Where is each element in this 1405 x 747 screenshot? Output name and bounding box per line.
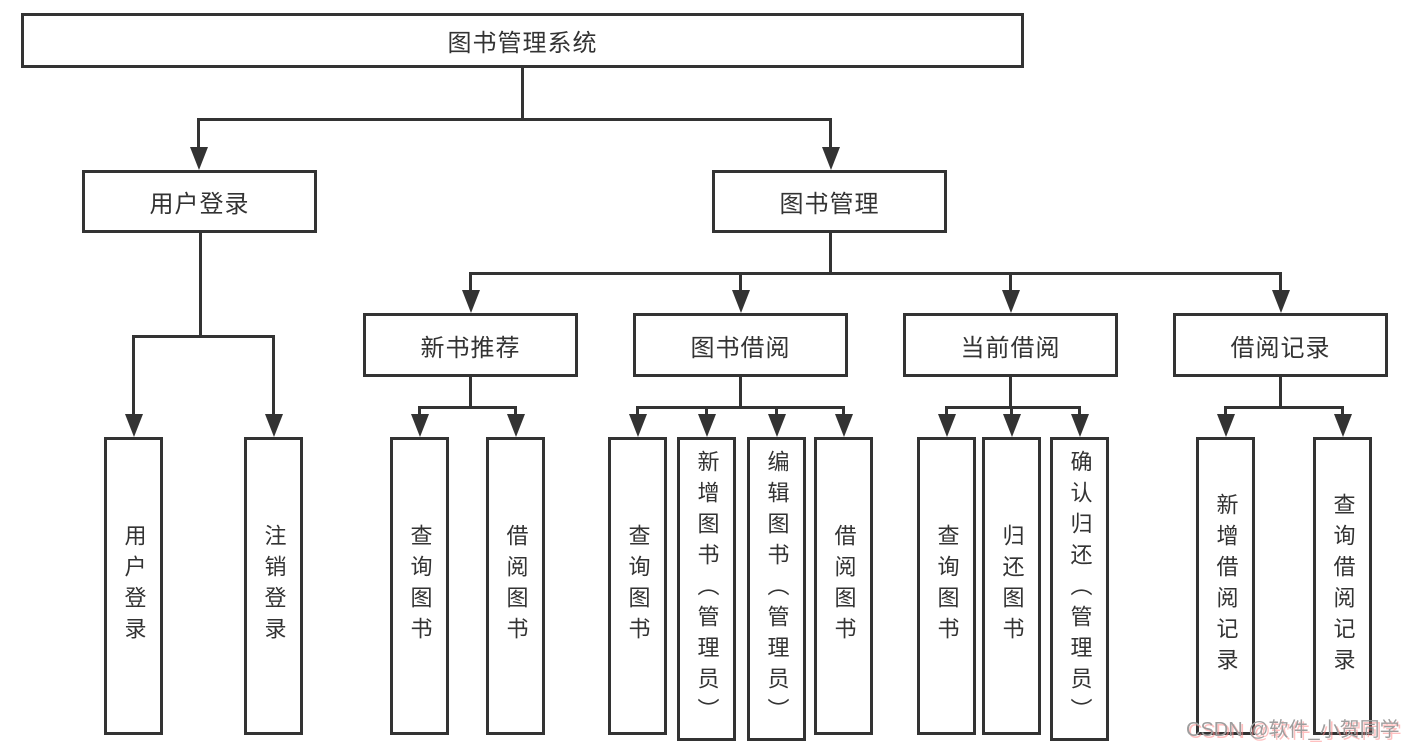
node-borrowing-records-label: 借阅记录 xyxy=(1230,334,1331,362)
connector-arrowhead xyxy=(462,290,480,313)
connector-arrowhead xyxy=(768,414,786,437)
connector-arrowhead xyxy=(190,147,208,170)
leaf-bb-borrow-books-label: 借阅图书 xyxy=(831,524,857,648)
connector-arrowhead xyxy=(822,147,840,170)
node-root: 图书管理系统 xyxy=(21,13,1024,68)
connector-line xyxy=(197,118,200,148)
connector-line xyxy=(469,272,1282,275)
connector-line xyxy=(132,335,275,338)
connector-line xyxy=(418,406,421,416)
node-root-label: 图书管理系统 xyxy=(447,30,598,57)
connector-arrowhead xyxy=(1003,414,1021,437)
connector-line xyxy=(469,377,472,409)
leaf-nb-query-books: 查询图书 xyxy=(390,437,449,735)
node-new-book-recommend-label: 新书推荐 xyxy=(420,334,521,362)
leaf-br-add-record-label: 新增借阅记录 xyxy=(1213,493,1239,679)
connector-line xyxy=(945,406,948,416)
leaf-cb-return-books-label: 归还图书 xyxy=(999,524,1025,648)
connector-arrowhead xyxy=(1334,414,1352,437)
leaf-br-query-record-label: 查询借阅记录 xyxy=(1330,493,1356,679)
connector-line xyxy=(521,68,524,121)
connector-line xyxy=(739,272,742,292)
leaf-nb-query-books-label: 查询图书 xyxy=(407,524,433,648)
leaf-br-add-record: 新增借阅记录 xyxy=(1196,437,1255,735)
connector-line xyxy=(739,377,742,409)
connector-line xyxy=(132,335,135,417)
connector-line xyxy=(829,118,832,148)
node-user-login: 用户登录 xyxy=(82,170,317,233)
connector-arrowhead xyxy=(411,414,429,437)
connector-arrowhead xyxy=(1002,290,1020,313)
leaf-cb-return-books: 归还图书 xyxy=(982,437,1041,735)
node-book-management-label: 图书管理 xyxy=(779,191,880,218)
leaf-br-query-record: 查询借阅记录 xyxy=(1313,437,1372,735)
connector-line xyxy=(1224,406,1227,416)
csdn-watermark: CSDN @软件_小贺同学 xyxy=(1186,719,1400,741)
connector-line xyxy=(199,233,202,338)
connector-arrowhead xyxy=(698,414,716,437)
connector-line xyxy=(418,406,517,409)
node-borrowing-records: 借阅记录 xyxy=(1173,313,1388,377)
connector-line xyxy=(636,406,845,409)
connector-line xyxy=(514,406,517,416)
node-book-borrowing: 图书借阅 xyxy=(633,313,848,377)
connector-line xyxy=(1279,272,1282,292)
leaf-logout: 注销登录 xyxy=(244,437,303,735)
leaf-bb-edit-books-label: 编辑图书（管理员） xyxy=(764,449,790,729)
leaf-bb-query-books-label: 查询图书 xyxy=(625,524,651,648)
connector-arrowhead xyxy=(1071,414,1089,437)
leaf-nb-borrow-books: 借阅图书 xyxy=(486,437,545,735)
leaf-cb-confirm-return: 确认归还（管理员） xyxy=(1050,437,1109,741)
connector-line xyxy=(945,406,1081,409)
connector-line xyxy=(1224,406,1344,409)
leaf-logout-label: 注销登录 xyxy=(261,524,287,648)
leaf-bb-query-books: 查询图书 xyxy=(608,437,667,735)
connector-arrowhead xyxy=(938,414,956,437)
leaf-user-login-label: 用户登录 xyxy=(121,524,147,648)
connector-line xyxy=(1010,406,1013,416)
leaf-bb-add-books: 新增图书（管理员） xyxy=(677,437,736,741)
node-book-borrowing-label: 图书借阅 xyxy=(690,334,791,362)
connector-line xyxy=(1009,272,1012,292)
connector-line xyxy=(197,118,832,121)
connector-line xyxy=(469,272,472,292)
connector-line xyxy=(636,406,639,416)
node-current-borrowing-label: 当前借阅 xyxy=(960,334,1061,362)
leaf-cb-confirm-return-label: 确认归还（管理员） xyxy=(1067,449,1093,729)
leaf-nb-borrow-books-label: 借阅图书 xyxy=(503,524,529,648)
leaf-bb-edit-books: 编辑图书（管理员） xyxy=(747,437,806,741)
connector-line xyxy=(1341,406,1344,416)
node-user-login-label: 用户登录 xyxy=(149,191,250,218)
connector-arrowhead xyxy=(732,290,750,313)
connector-arrowhead xyxy=(629,414,647,437)
node-new-book-recommend: 新书推荐 xyxy=(363,313,578,377)
leaf-user-login: 用户登录 xyxy=(104,437,163,735)
connector-line xyxy=(842,406,845,416)
connector-line xyxy=(1078,406,1081,416)
connector-line xyxy=(829,233,832,275)
leaf-cb-query-books: 查询图书 xyxy=(917,437,976,735)
connector-arrowhead xyxy=(835,414,853,437)
leaf-cb-query-books-label: 查询图书 xyxy=(934,524,960,648)
connector-line xyxy=(705,406,708,416)
connector-line xyxy=(1279,377,1282,409)
leaf-bb-add-books-label: 新增图书（管理员） xyxy=(694,449,720,729)
node-book-management: 图书管理 xyxy=(712,170,947,233)
connector-arrowhead xyxy=(507,414,525,437)
connector-arrowhead xyxy=(1272,290,1290,313)
connector-line xyxy=(272,335,275,417)
connector-line xyxy=(775,406,778,416)
connector-arrowhead xyxy=(1217,414,1235,437)
connector-line xyxy=(1009,376,1012,409)
connector-arrowhead xyxy=(265,414,283,437)
node-current-borrowing: 当前借阅 xyxy=(903,313,1118,377)
leaf-bb-borrow-books: 借阅图书 xyxy=(814,437,873,735)
connector-arrowhead xyxy=(125,414,143,437)
